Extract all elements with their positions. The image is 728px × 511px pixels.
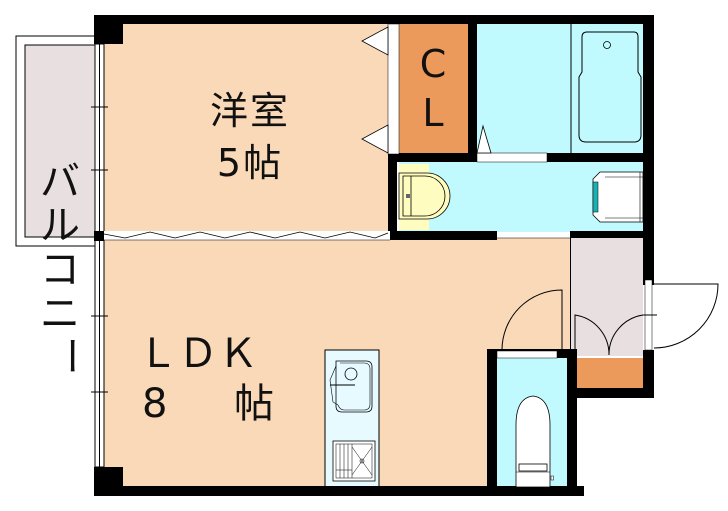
ldk-size-number: 8 [142, 381, 168, 427]
western-room-floor [100, 22, 390, 234]
western-room-size: 5帖 [216, 141, 284, 185]
closet-label-c: C [419, 42, 447, 86]
closet-floor [399, 24, 469, 154]
balcony-label: バ ル コ ニ ー [35, 159, 92, 376]
closet-label-l: L [422, 91, 444, 135]
balcony-floor [24, 44, 98, 238]
ldk-label: ＬＤＫ [138, 331, 258, 377]
balcony-char-3: コ [40, 247, 80, 293]
ldk-size-unit: 帖 [234, 381, 274, 427]
balcony-char-4: ニ [40, 291, 80, 337]
balcony-char-1: バ [40, 159, 80, 205]
western-room-label: 洋室 [209, 89, 290, 133]
balcony-char-2: ル [40, 203, 80, 249]
shoe-cabinet [575, 358, 643, 390]
balcony-char-5: ー [46, 336, 92, 376]
entrance-floor [570, 238, 643, 356]
